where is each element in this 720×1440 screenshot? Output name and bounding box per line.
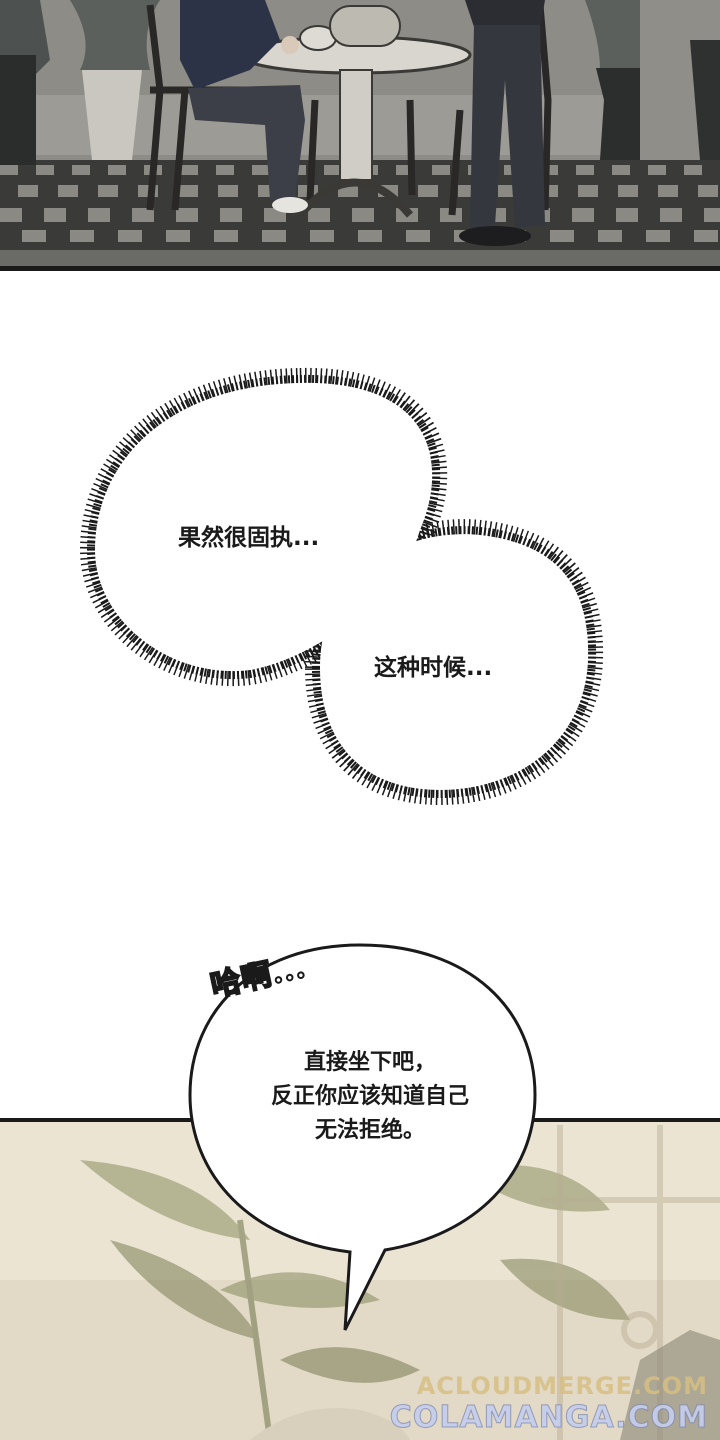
thought-bubble-2-text: 这种时候... bbox=[374, 655, 493, 681]
potted-plants bbox=[0, 0, 720, 165]
blurred-plant bbox=[80, 1160, 630, 1440]
round-table bbox=[238, 5, 472, 218]
thought-bubble-1-text: 果然很固执... bbox=[178, 525, 320, 551]
seated-man bbox=[180, 0, 308, 213]
speech-line-1: 直接坐下吧， bbox=[303, 1050, 436, 1075]
speech-line-2: 反正你应该知道自己 bbox=[270, 1084, 469, 1109]
watermark-colamanga: COLAMANGA.COM bbox=[389, 1400, 708, 1436]
cafe-chairs bbox=[146, 4, 552, 216]
speech-bubble-text: 直接坐下吧， 反正你应该知道自己 无法拒绝。 bbox=[225, 1046, 515, 1148]
speech-line-3: 无法拒绝。 bbox=[314, 1118, 425, 1143]
watermark-acloudmerge: ACLOUDMERGE.COM bbox=[416, 1372, 708, 1400]
window-frame bbox=[540, 1125, 720, 1440]
standing-man bbox=[459, 0, 545, 246]
